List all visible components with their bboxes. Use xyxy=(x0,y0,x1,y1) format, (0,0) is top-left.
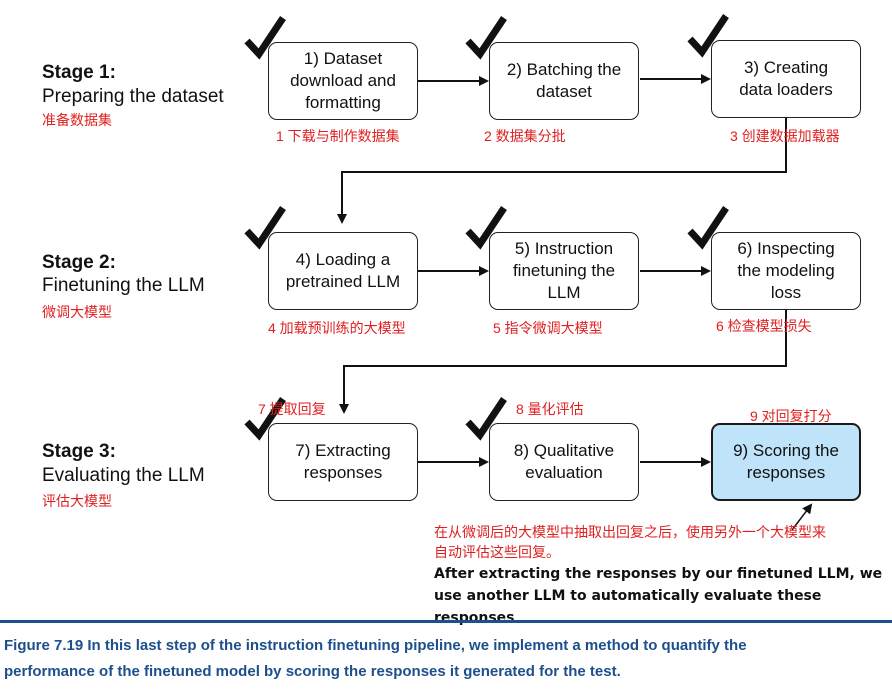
checkmark-icon xyxy=(244,397,286,441)
stage-3-zh: 评估大模型 xyxy=(42,493,112,509)
stage-1-zh: 准备数据集 xyxy=(42,112,112,128)
step-2-zh: 2 数据集分批 xyxy=(484,128,566,144)
step-3-label: 3) Creating data loaders xyxy=(739,58,833,99)
stage-2-title: Stage 2: xyxy=(42,252,116,273)
step-2-box: 2) Batching the dataset xyxy=(489,42,639,120)
figure-caption-line-2: performance of the finetuned model by sc… xyxy=(4,663,621,680)
step-6-box: 6) Inspecting the modeling loss xyxy=(711,232,861,310)
caption-rule xyxy=(0,620,892,623)
step-2-label: 2) Batching the dataset xyxy=(506,60,622,101)
annotation-pointer xyxy=(791,503,813,531)
checkmark-icon xyxy=(244,16,286,60)
step-9-zh: 9 对回复打分 xyxy=(750,408,832,424)
step-1-label: 1) Dataset download and formatting xyxy=(290,49,396,112)
step-3-box: 3) Creating data loaders xyxy=(711,40,861,118)
figure-caption-line-1: Figure 7.19 In this last step of the ins… xyxy=(4,637,747,654)
step-1-box: 1) Dataset download and formatting xyxy=(268,42,418,120)
step-8-zh: 8 量化评估 xyxy=(516,401,584,417)
step-6-zh: 6 检查模型损失 xyxy=(716,318,812,334)
step-4-box: 4) Loading a pretrained LLM xyxy=(268,232,418,310)
arrow-3-4 xyxy=(337,118,787,224)
step-7-zh: 7 提取回复 xyxy=(258,401,326,417)
checkmark-icon xyxy=(244,206,286,250)
stage-3-subtitle: Evaluating the LLM xyxy=(42,465,205,486)
step-4-zh: 4 加载预训练的大模型 xyxy=(268,320,406,336)
stage-1-subtitle: Preparing the dataset xyxy=(42,86,224,107)
checkmark-icon xyxy=(465,397,507,441)
step-8-label: 8) Qualitative evaluation xyxy=(513,441,615,482)
note-zh-line-2: 自动评估这些回复。 xyxy=(434,544,560,560)
step-3-zh: 3 创建数据加载器 xyxy=(730,128,840,144)
stage-2-subtitle: Finetuning the LLM xyxy=(42,275,205,296)
step-5-zh: 5 指令微调大模型 xyxy=(493,320,603,336)
checkmark-icon xyxy=(465,16,507,60)
checkmark-icon xyxy=(687,206,729,250)
stage-1-title: Stage 1: xyxy=(42,62,116,83)
step-6-label: 6) Inspecting the modeling loss xyxy=(737,239,835,302)
checkmark-icon xyxy=(687,14,729,58)
stage-3-title: Stage 3: xyxy=(42,441,116,462)
step-9-box: 9) Scoring the responses xyxy=(711,423,861,501)
step-5-box: 5) Instruction finetuning the LLM xyxy=(489,232,639,310)
step-9-label: 9) Scoring the responses xyxy=(733,441,839,482)
step-7-label: 7) Extracting responses xyxy=(295,441,391,482)
step-5-label: 5) Instruction finetuning the LLM xyxy=(512,239,616,302)
checkmark-icon xyxy=(465,206,507,250)
step-7-box: 7) Extracting responses xyxy=(268,423,418,501)
note-zh-line-1: 在从微调后的大模型中抽取出回复之后，使用另外一个大模型来 xyxy=(434,524,826,540)
step-1-zh: 1 下载与制作数据集 xyxy=(276,128,400,144)
stage-2-zh: 微调大模型 xyxy=(42,304,112,320)
step-8-box: 8) Qualitative evaluation xyxy=(489,423,639,501)
step-4-label: 4) Loading a pretrained LLM xyxy=(285,250,401,291)
arrow-6-7 xyxy=(339,310,787,414)
note-en-line-1: After extracting the responses by our fi… xyxy=(434,566,883,582)
